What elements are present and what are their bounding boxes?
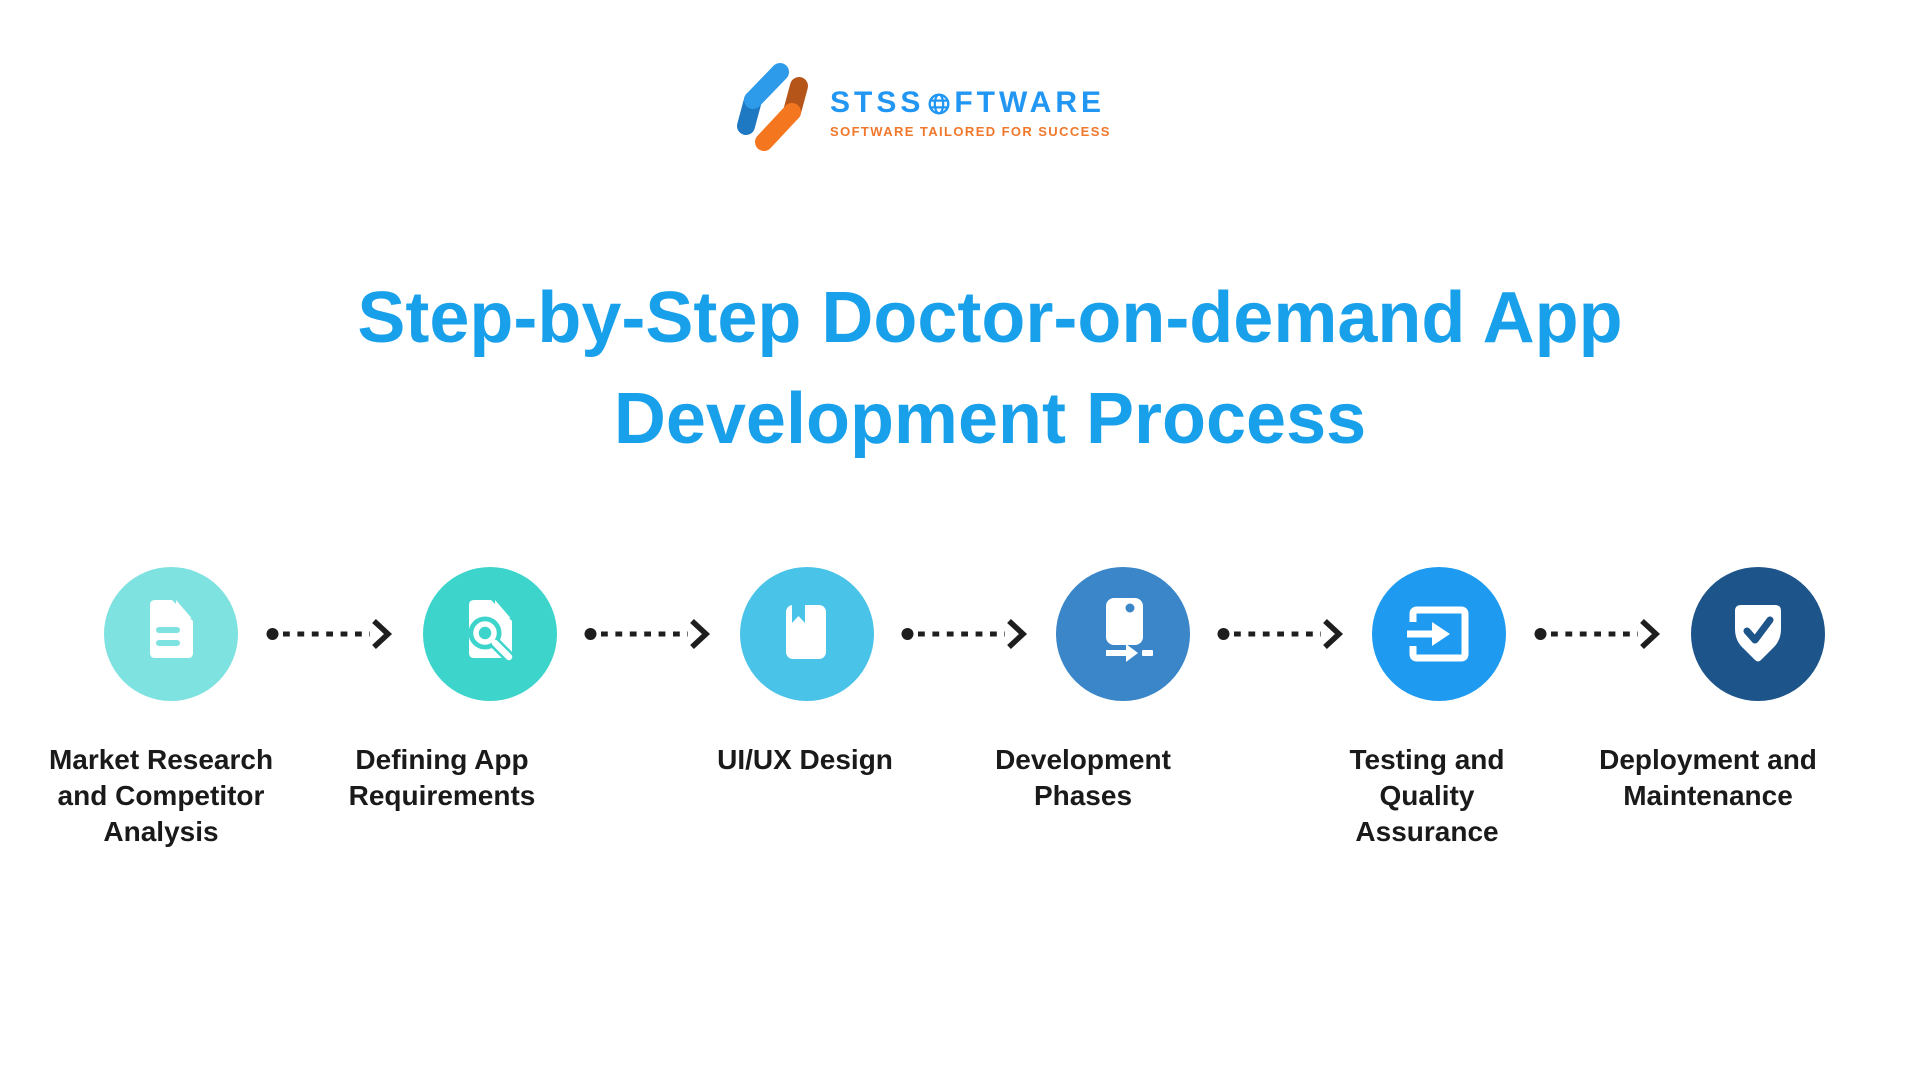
document-icon bbox=[150, 600, 193, 658]
step-6-deployment-maintenance-icon bbox=[1691, 567, 1825, 701]
label-line: Defining App bbox=[355, 744, 529, 775]
label-line: Testing and bbox=[1349, 744, 1505, 775]
title-line-1: Step-by-Step Doctor-on-demand App bbox=[357, 278, 1623, 358]
arrow-connector-icon bbox=[266, 618, 393, 650]
arrow-connector-icon bbox=[901, 618, 1028, 650]
step-5-testing-qa-icon bbox=[1372, 567, 1506, 701]
exit-to-app-icon bbox=[1407, 606, 1469, 662]
step-1-market-research-icon bbox=[104, 567, 238, 701]
title-line-2: Development Process bbox=[613, 379, 1367, 459]
label-line: Market Research bbox=[48, 744, 274, 775]
step-1-label: Market Research and Competitor Analysis bbox=[11, 742, 311, 850]
label-line: Requirements bbox=[348, 780, 536, 811]
label-line: and Competitor bbox=[57, 780, 265, 811]
step-2-defining-requirements-icon bbox=[423, 567, 557, 701]
step-2-label: Defining App Requirements bbox=[292, 742, 592, 814]
arrow-connector-icon bbox=[584, 618, 711, 650]
brand-name: STSS FTWARE bbox=[830, 88, 1111, 118]
step-3-uiux-design-icon bbox=[740, 567, 874, 701]
brand-suffix: FTWARE bbox=[954, 86, 1106, 119]
logo-mark-icon bbox=[737, 63, 808, 151]
shield-check-icon bbox=[1735, 605, 1781, 662]
step-4-development-phases-icon bbox=[1056, 567, 1190, 701]
label-line: Analysis bbox=[103, 816, 219, 847]
step-5-label: Testing and Quality Assurance bbox=[1277, 742, 1577, 850]
logo-text: STSS FTWARE SOFTWARE TAILORED FOR SUCCES… bbox=[830, 58, 1111, 140]
label-line: Deployment and bbox=[1599, 744, 1817, 775]
globe-icon bbox=[928, 93, 950, 115]
document-search-icon bbox=[468, 600, 515, 663]
page-title: Step-by-Step Doctor-on-demand App Develo… bbox=[30, 268, 1920, 470]
brand-prefix: STSS bbox=[830, 86, 925, 119]
step-6-label: Deployment and Maintenance bbox=[1558, 742, 1858, 814]
arrow-connector-icon bbox=[1217, 618, 1344, 650]
app-install-icon bbox=[1106, 598, 1153, 662]
label-line: Maintenance bbox=[1623, 780, 1793, 811]
arrow-connector-icon bbox=[1534, 618, 1661, 650]
label-line: Assurance bbox=[1355, 816, 1499, 847]
label-line: Quality bbox=[1379, 780, 1475, 811]
label-line: Phases bbox=[1033, 780, 1133, 811]
logo: STSS FTWARE SOFTWARE TAILORED FOR SUCCES… bbox=[736, 58, 1111, 154]
label-line: Development bbox=[995, 744, 1171, 775]
step-3-label: UI/UX Design bbox=[655, 742, 955, 778]
brand-tagline: SOFTWARE TAILORED FOR SUCCESS bbox=[830, 124, 1111, 139]
step-4-label: Development Phases bbox=[933, 742, 1233, 814]
book-bookmark-icon bbox=[786, 605, 826, 659]
label-line: UI/UX Design bbox=[717, 744, 893, 775]
